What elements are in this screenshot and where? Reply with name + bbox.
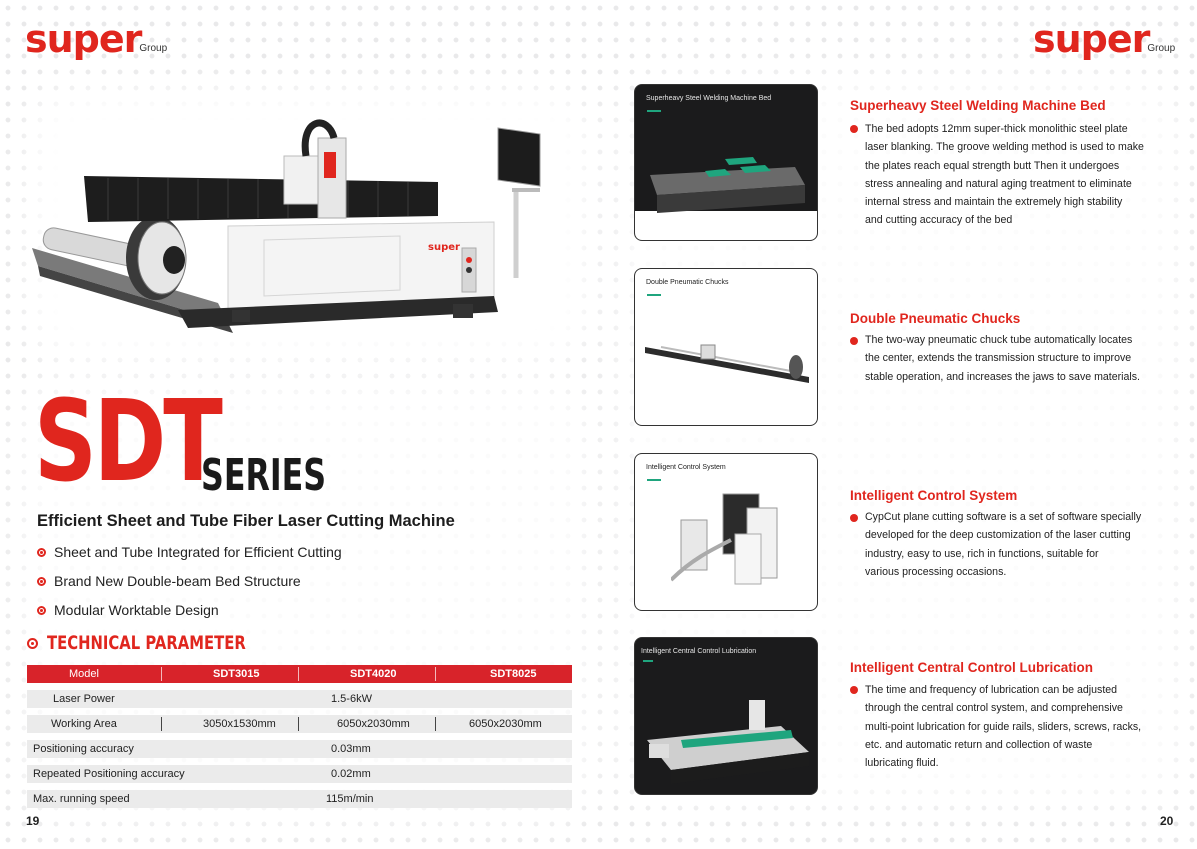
bullet-icon <box>37 605 46 615</box>
bullet-icon <box>850 686 858 694</box>
feature-item: Brand New Double-beam Bed Structure <box>37 573 301 589</box>
section-title: Intelligent Central Control Lubrication <box>850 660 1093 675</box>
section-body: CypCut plane cutting software is a set o… <box>865 511 1142 578</box>
series-code: SDT <box>34 377 223 507</box>
pneumatic-chucks-image <box>645 344 809 383</box>
table-row: Working Area 3050x1530mm 6050x2030mm 605… <box>27 715 572 733</box>
section-body: The bed adopts 12mm super-thick monolith… <box>865 123 1144 227</box>
section-body: The two-way pneumatic chuck tube automat… <box>865 334 1140 383</box>
bullet-icon <box>37 576 46 586</box>
laser-cutting-machine-image: super <box>32 119 541 333</box>
feature-card-control-system: Intelligent Control System <box>634 453 818 611</box>
bullet-icon <box>37 547 46 557</box>
section-body: The time and frequency of lubrication ca… <box>865 684 1142 770</box>
lubrication-machine-image <box>647 700 809 784</box>
bullet-icon <box>850 337 858 345</box>
section-title: Double Pneumatic Chucks <box>850 311 1021 326</box>
page-number-right: 20 <box>1160 814 1174 828</box>
feature-card-machine-bed: Superheavy Steel Welding Machine Bed <box>634 84 818 241</box>
brand-logo-right: super Group <box>1033 17 1176 61</box>
feature-card-lubrication: Intelligent Central Control Lubrication <box>634 637 818 795</box>
bullet-icon <box>27 637 38 649</box>
brand-logo-left: super Group <box>25 17 168 61</box>
control-system-image <box>671 493 778 585</box>
product-subtitle: Efficient Sheet and Tube Fiber Laser Cut… <box>37 512 455 530</box>
series-word: SERIES <box>201 450 327 501</box>
bullet-icon <box>850 125 858 133</box>
table-header-row: Model SDT3015 SDT4020 SDT8025 <box>27 665 572 683</box>
table-row: Laser Power 1.5-6kW <box>27 690 572 708</box>
table-row: Positioning accuracy 0.03mm <box>27 740 572 758</box>
section-title: Superheavy Steel Welding Machine Bed <box>850 98 1106 113</box>
table-row: Repeated Positioning accuracy 0.02mm <box>27 765 572 783</box>
page-number-left: 19 <box>26 814 40 828</box>
feature-item: Sheet and Tube Integrated for Efficient … <box>37 544 342 560</box>
table-row: Max. running speed 115m/min <box>27 790 572 808</box>
feature-card-pneumatic-chucks: Double Pneumatic Chucks <box>634 268 818 426</box>
section-title: Intelligent Control System <box>850 488 1018 503</box>
machine-brand-plate: super <box>428 242 460 253</box>
technical-parameter-heading: TECHNICAL PARAMETER <box>27 632 302 654</box>
bullet-icon <box>850 514 858 522</box>
machine-bed-image <box>650 157 805 213</box>
feature-item: Modular Worktable Design <box>37 602 219 618</box>
